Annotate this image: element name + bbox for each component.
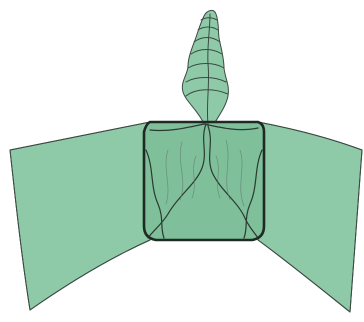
right-band	[258, 122, 362, 312]
left-band	[10, 122, 150, 310]
